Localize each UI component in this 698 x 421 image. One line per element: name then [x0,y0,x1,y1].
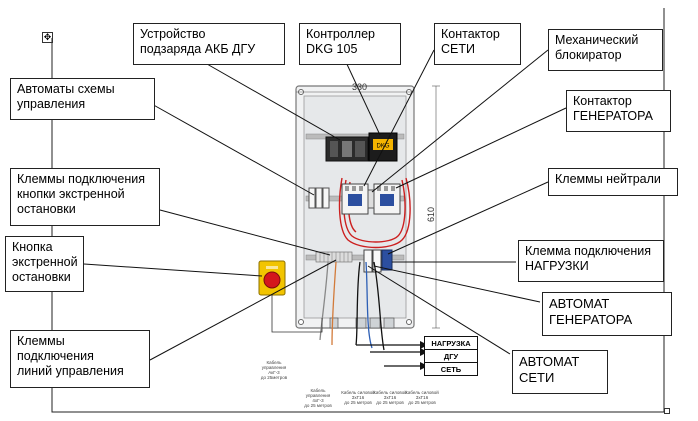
label-charger: Устройство подзаряда АКБ ДГУ [133,23,285,65]
cable-note: Кабель силовой ЗхГ16 до 25 метров [405,390,439,405]
cable-note: Кабель силовой ЗхГ16 до 25 метров [341,390,375,405]
label-breaker-generator: АВТОМАТ ГЕНЕРАТОРА [542,292,672,336]
label-control-lines: Клеммы подключения линий управления [10,330,150,388]
emergency-stop-button [258,260,286,296]
cable-note: Кабель управления 4хГ-3 до 25 метров [304,388,332,408]
controller-screen-text: DKG [376,144,389,150]
contactor-mains-unit [341,183,369,215]
terminal-block-row [315,251,353,263]
label-control-breakers: Автоматы схемы управления [10,78,155,120]
cable-note: Кабель силовой ЗхГ16 до 25 метров [373,390,407,405]
cable-note: Кабель управления АкГ-3 до 25метров [260,360,288,380]
control-breakers [308,187,330,209]
label-breaker-mains: АВТОМАТ СЕТИ [512,350,608,394]
neutral-terminal-unit [381,249,393,271]
width-dimension: 330 [352,82,368,92]
mechanical-interlock-unit [367,189,375,209]
label-emergency-button: Кнопка экстренной остановки [5,236,84,292]
cable-glands [329,317,395,329]
destination-mains: СЕТЬ [424,362,478,376]
label-contactor-mains: Контактор СЕТИ [434,23,521,65]
contactor-generator-unit [373,183,401,215]
label-load-terminal: Клемма подключения НАГРУЗКИ [518,240,664,282]
move-handle-icon[interactable]: ✥ [42,32,53,43]
label-mechanical-interlock: Механический блокиратор [548,29,663,71]
label-controller: Контроллер DKG 105 [299,23,401,65]
resize-handle[interactable] [664,408,670,414]
label-emergency-terminals: Клеммы подключения кнопки экстренной ост… [10,168,160,226]
destination-load: НАГРУЗКА [424,336,478,350]
destination-generator: ДГУ [424,349,478,363]
label-contactor-generator: Контактор ГЕНЕРАТОРА [566,90,671,132]
height-dimension: 610 [426,206,436,222]
label-neutral-terminals: Клеммы нейтрали [548,168,678,196]
